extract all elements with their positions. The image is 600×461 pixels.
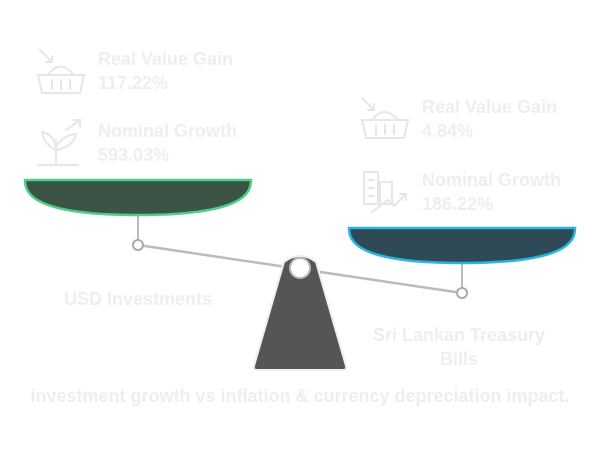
right-pan (347, 226, 577, 265)
left-real-value-value: 117.22% (98, 73, 169, 93)
pivot (289, 257, 311, 279)
building-growth-icon (363, 171, 407, 213)
left-nominal-growth-title: Nominal Growth (98, 121, 237, 141)
right-real-value-title: Real Value Gain (422, 97, 558, 117)
left-real-value-title: Real Value Gain (98, 49, 234, 69)
plant-growth-icon (37, 119, 81, 166)
right-nominal-growth-title: Nominal Growth (422, 170, 561, 190)
diagram-caption: investment growth vs inflation & currenc… (30, 386, 570, 406)
left-joint (132, 239, 144, 251)
right-real-value-value: 4.84% (422, 121, 474, 141)
right-pan-label-line1: Sri Lankan Treasury (372, 325, 546, 345)
left-pan-label: USD Investments (63, 289, 213, 309)
right-joint (456, 287, 468, 299)
right-pan-label-line2: Bills (439, 349, 478, 369)
right-nominal-growth-value: 186.22% (422, 194, 494, 214)
basket-down-icon-right (360, 97, 410, 139)
left-pan (23, 178, 253, 217)
left-nominal-growth-value: 593.03% (98, 145, 170, 165)
basket-down-icon (36, 49, 86, 94)
scale-stand (252, 255, 348, 371)
